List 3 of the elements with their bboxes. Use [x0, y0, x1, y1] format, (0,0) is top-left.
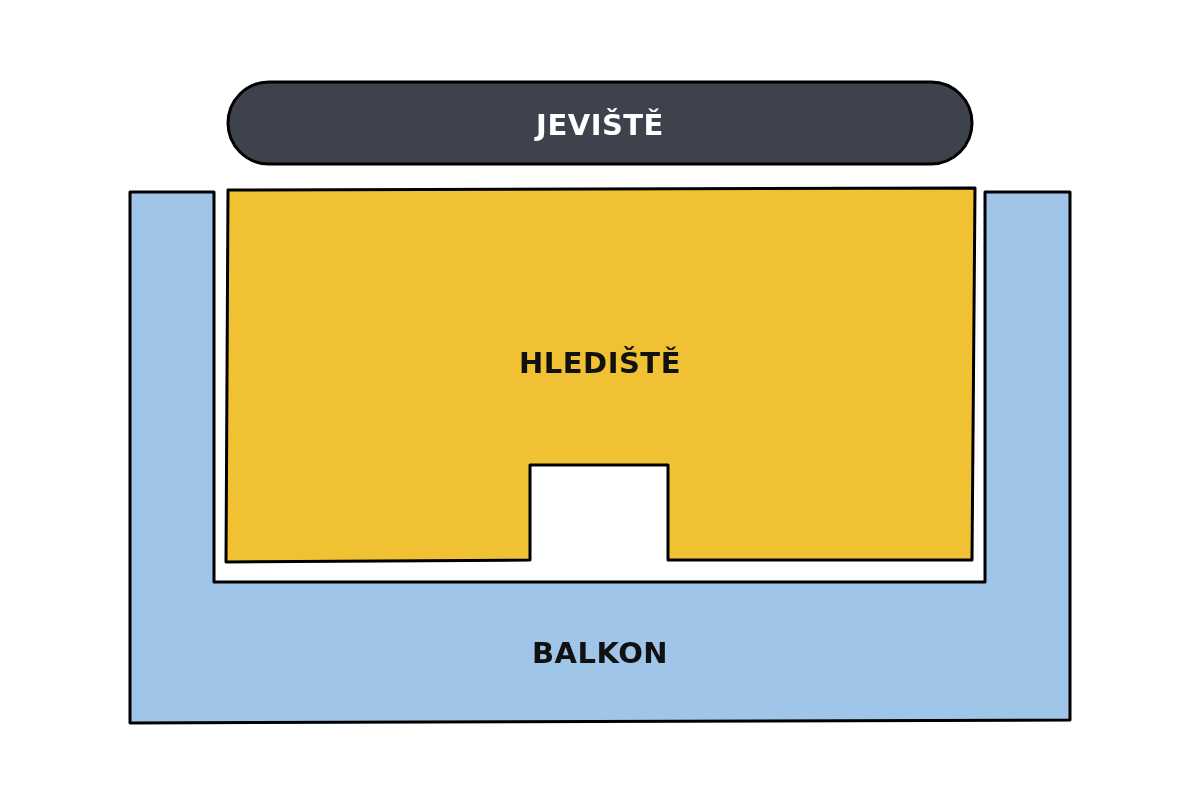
- area-label: JEVIŠTĚ: [536, 108, 664, 142]
- area-label: BALKON: [531, 636, 669, 670]
- area-label: HLEDIŠTĚ: [519, 346, 681, 380]
